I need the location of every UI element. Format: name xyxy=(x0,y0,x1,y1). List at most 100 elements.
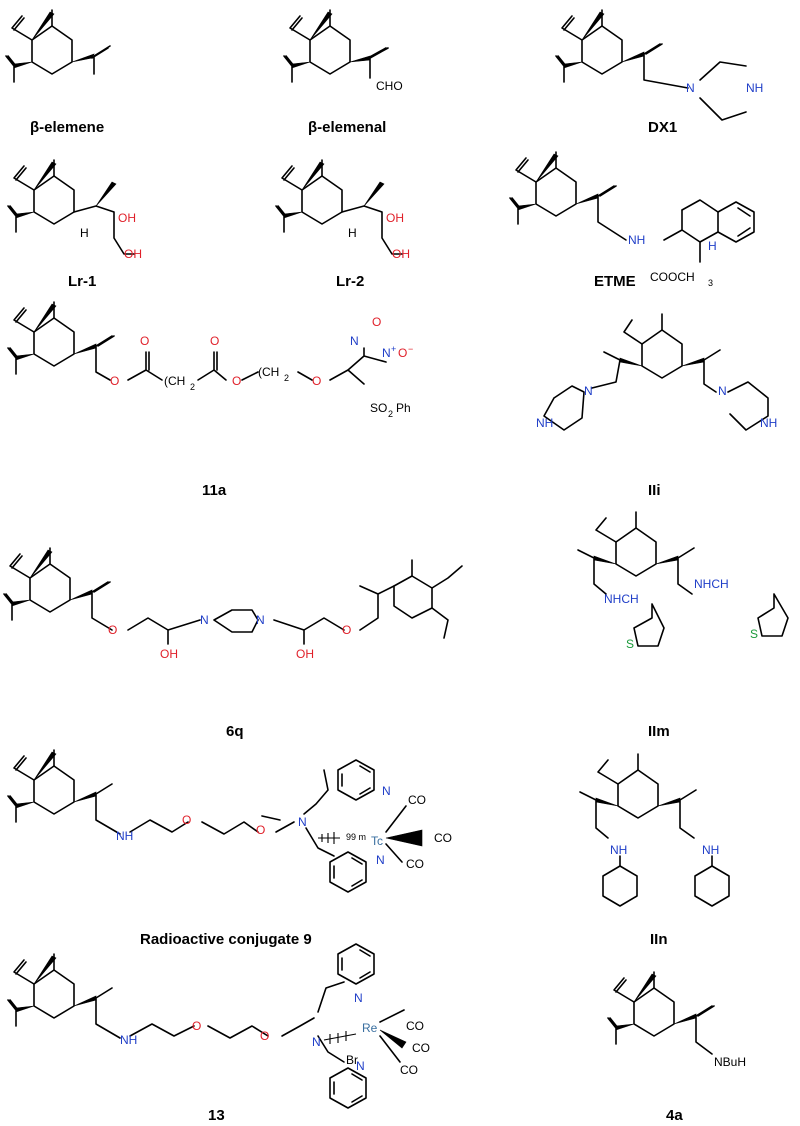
structure-6q xyxy=(3,547,463,645)
structure-lr2 xyxy=(275,159,403,255)
atom-co-re-2: CO xyxy=(412,1041,430,1055)
atom-o-6q-1: O xyxy=(108,623,117,637)
atom-nh-dx1: NH xyxy=(746,81,763,95)
atom-nbuh: NBuH xyxy=(714,1055,746,1069)
atom-h-lr2: H xyxy=(348,226,357,240)
atom-tc: Tc xyxy=(371,834,383,848)
sub-2-a: 2 xyxy=(190,382,195,392)
pyridine-4 xyxy=(329,1067,367,1109)
atom-nh-etme: NH xyxy=(628,233,645,247)
atom-nh-indole: H xyxy=(708,239,717,253)
atom-n-iii-1: N xyxy=(584,384,593,398)
atom-n-pyr-3: N xyxy=(354,991,363,1005)
atom-s-1: S xyxy=(626,637,634,651)
atom-o-11a-5: O xyxy=(312,374,321,388)
atom-ch2-11a-1: (CH xyxy=(164,374,185,388)
charge-minus: − xyxy=(408,344,413,354)
atom-n-6q-1: N xyxy=(200,613,209,627)
atom-co-2: CO xyxy=(434,831,452,845)
atom-ch2-11a-2: (CH xyxy=(258,365,279,379)
atom-nh-iii-2: NH xyxy=(760,416,777,430)
sub-2-c: 2 xyxy=(388,409,393,419)
structure-beta-elemenal xyxy=(283,9,389,83)
structure-lr1 xyxy=(7,159,135,255)
label-11a: 11a xyxy=(202,482,227,499)
atom-n-11a: N xyxy=(350,334,359,348)
atom-o-ring: O xyxy=(372,315,381,329)
atom-n-iii-2: N xyxy=(718,384,727,398)
structure-iim xyxy=(577,511,789,647)
atom-cho: CHO xyxy=(376,79,403,93)
atom-nh-iin-2: NH xyxy=(702,843,719,857)
structure-13 xyxy=(7,953,345,1063)
atom-br: Br xyxy=(346,1053,358,1067)
atom-n-pyr-2: N xyxy=(376,853,385,867)
charge-plus: + xyxy=(391,344,396,354)
atom-oh-6q-1: OH xyxy=(160,647,178,661)
atom-nh-13: NH xyxy=(120,1033,137,1047)
label-iin: IIn xyxy=(650,931,668,948)
atom-co-3: CO xyxy=(406,857,424,871)
atom-o-13-2: O xyxy=(260,1029,269,1043)
atom-oh-lr1-a: OH xyxy=(118,211,136,225)
atom-n-pyr-4: N xyxy=(356,1059,365,1073)
hash-bond-re xyxy=(323,1031,357,1044)
atom-nhch2-2: NHCH xyxy=(694,577,729,591)
atom-n-13: N xyxy=(312,1035,321,1049)
label-iim: IIm xyxy=(648,723,670,740)
atom-nhch2-1: NHCH xyxy=(604,592,639,606)
atom-n-pyr-1: N xyxy=(382,784,391,798)
label-13: 13 xyxy=(208,1107,225,1124)
label-beta-elemenal: β-elemenal xyxy=(308,119,386,136)
atom-o-11a-4: O xyxy=(232,374,241,388)
label-beta-elemene: β-elemene xyxy=(30,119,104,136)
atom-n-6q-2: N xyxy=(256,613,265,627)
atom-o-13-1: O xyxy=(192,1019,201,1033)
atom-nh-iin-1: NH xyxy=(610,843,627,857)
atom-n-c9: N xyxy=(298,815,307,829)
atom-oh-6q-2: OH xyxy=(296,647,314,661)
atom-oh-lr2-a: OH xyxy=(386,211,404,225)
atom-s-2: S xyxy=(750,627,758,641)
bonds-co xyxy=(385,805,407,863)
atom-o-6q-2: O xyxy=(342,623,351,637)
atom-oh-lr2-b: OH xyxy=(392,247,410,261)
atom-h-lr1: H xyxy=(80,226,89,240)
atom-co-re-3: CO xyxy=(400,1063,418,1077)
cyclohexyl-1 xyxy=(602,865,638,907)
label-etme: ETME xyxy=(594,273,636,290)
atom-ph: Ph xyxy=(396,401,411,415)
label-lr2: Lr-2 xyxy=(336,273,364,290)
sub-3-etme: 3 xyxy=(708,278,713,288)
structure-dx1 xyxy=(555,9,747,121)
atom-co-1: CO xyxy=(408,793,426,807)
structure-conjugate-9 xyxy=(7,749,335,857)
tc-isotope: 99 m xyxy=(346,832,366,842)
label-4a: 4a xyxy=(666,1107,683,1124)
bonds-co-re xyxy=(379,1009,405,1063)
atom-o-11a-3: O xyxy=(210,334,219,348)
atom-so2: SO xyxy=(370,401,387,415)
atom-o-c9-1: O xyxy=(182,813,191,827)
wedge-co-re xyxy=(379,1029,407,1049)
pyridine-2 xyxy=(329,851,367,893)
atom-o-11a-1: O xyxy=(110,374,119,388)
atom-n-dx1: N xyxy=(686,81,695,95)
cyclohexyl-2 xyxy=(694,865,730,907)
pyridine-3 xyxy=(337,943,375,985)
label-conjugate-9: Radioactive conjugate 9 xyxy=(140,931,312,948)
hash-bond-tc xyxy=(318,832,340,844)
structure-11a xyxy=(7,301,387,385)
atom-o-11a-2: O xyxy=(140,334,149,348)
atom-cooch3: COOCH xyxy=(650,270,695,284)
atom-co-re-1: CO xyxy=(406,1019,424,1033)
atom-n-plus: N xyxy=(382,346,391,360)
structure-etme xyxy=(509,151,755,263)
atom-re: Re xyxy=(362,1021,378,1035)
structure-beta-elemene xyxy=(5,9,111,83)
label-iii: IIi xyxy=(648,482,661,499)
atom-o-c9-2: O xyxy=(256,823,265,837)
structure-4a xyxy=(607,971,715,1055)
atom-o-minus: O xyxy=(398,346,407,360)
